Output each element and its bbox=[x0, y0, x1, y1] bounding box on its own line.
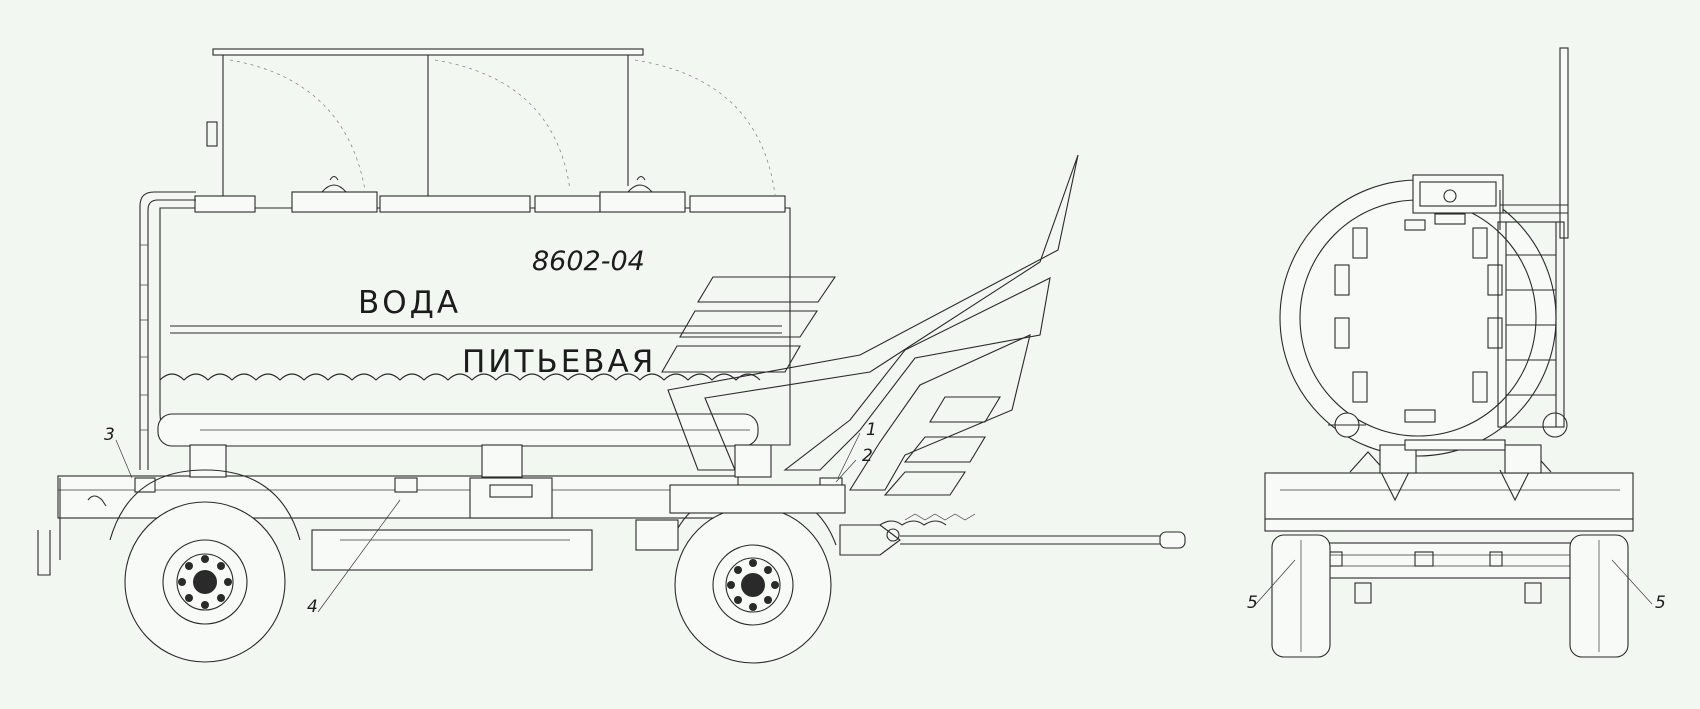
callout-2: 2 bbox=[862, 446, 873, 466]
callouts-side: 3 4 1 2 bbox=[104, 420, 877, 617]
rear-tires bbox=[1271, 534, 1629, 658]
callout-3: 3 bbox=[104, 425, 115, 445]
rear-tank bbox=[1279, 174, 1568, 457]
rear-ladder bbox=[1497, 47, 1569, 428]
chassis-frame bbox=[37, 444, 843, 576]
tank-label-pitevaya: ПИТЬЕВАЯ bbox=[462, 344, 656, 380]
tank-body bbox=[157, 175, 791, 447]
drawbar-assembly bbox=[635, 484, 1186, 556]
callouts-rear: 5 5 bbox=[1247, 559, 1666, 613]
front-wheel bbox=[669, 489, 837, 664]
livery-stripes bbox=[661, 154, 1079, 496]
callout-4: 4 bbox=[307, 597, 318, 617]
rear-view: 5 5 bbox=[1247, 47, 1666, 658]
tank-label-voda: ВОДА bbox=[358, 285, 461, 321]
callout-1: 1 bbox=[866, 420, 877, 440]
callout-5-right: 5 bbox=[1655, 593, 1666, 613]
vertical-pipe bbox=[139, 191, 196, 470]
side-view: 8602-04 ВОДА ПИТЬЕВАЯ bbox=[37, 48, 1186, 664]
rear-wheel bbox=[109, 469, 301, 663]
roof-railing bbox=[206, 48, 776, 200]
tank-labels: 8602-04 ВОДА ПИТЬЕВАЯ bbox=[358, 246, 656, 380]
callout-5-left: 5 bbox=[1247, 593, 1258, 613]
tank-model-number: 8602-04 bbox=[532, 246, 645, 277]
rear-frame bbox=[1264, 439, 1634, 604]
